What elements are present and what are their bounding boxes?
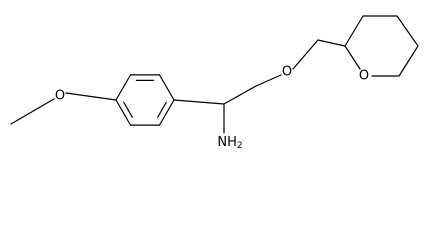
bond-ch-ch2: [223, 85, 257, 105]
ether-oxygen-label: O: [282, 65, 292, 80]
benzene-bond-6: [115, 99, 132, 126]
bond-ch2-thp: [317, 39, 346, 47]
thp-bond-o-c2: [344, 45, 361, 70]
structure-bonds: [10, 15, 419, 134]
bond-ch2-o: [255, 74, 282, 87]
atom-labels: O O O NH2: [55, 65, 369, 152]
thp-bond-c5-c6: [398, 45, 419, 77]
amine-label: NH2: [217, 135, 242, 152]
bond-o-ring: [65, 92, 117, 101]
benzene-bond-3: [158, 74, 175, 101]
ethoxy-oxygen-label: O: [55, 89, 65, 104]
bond-ring-ch: [173, 99, 225, 105]
thp-bond-c2-c3: [344, 15, 364, 47]
benzene-bond-4: [158, 99, 175, 126]
bond-o-ch2: [292, 39, 319, 70]
bond-ch3-ch2: [10, 109, 36, 125]
ring-oxygen-label: O: [359, 69, 369, 84]
benzene-double-bond-3: [123, 101, 133, 118]
chemical-structure-diagram: O O O NH2: [10, 15, 419, 152]
thp-bond-c4-c5: [396, 15, 419, 47]
benzene-double-bond-2: [157, 101, 167, 118]
benzene-bond-1: [115, 74, 132, 101]
bond-ch2-o-ethoxy: [34, 98, 55, 111]
